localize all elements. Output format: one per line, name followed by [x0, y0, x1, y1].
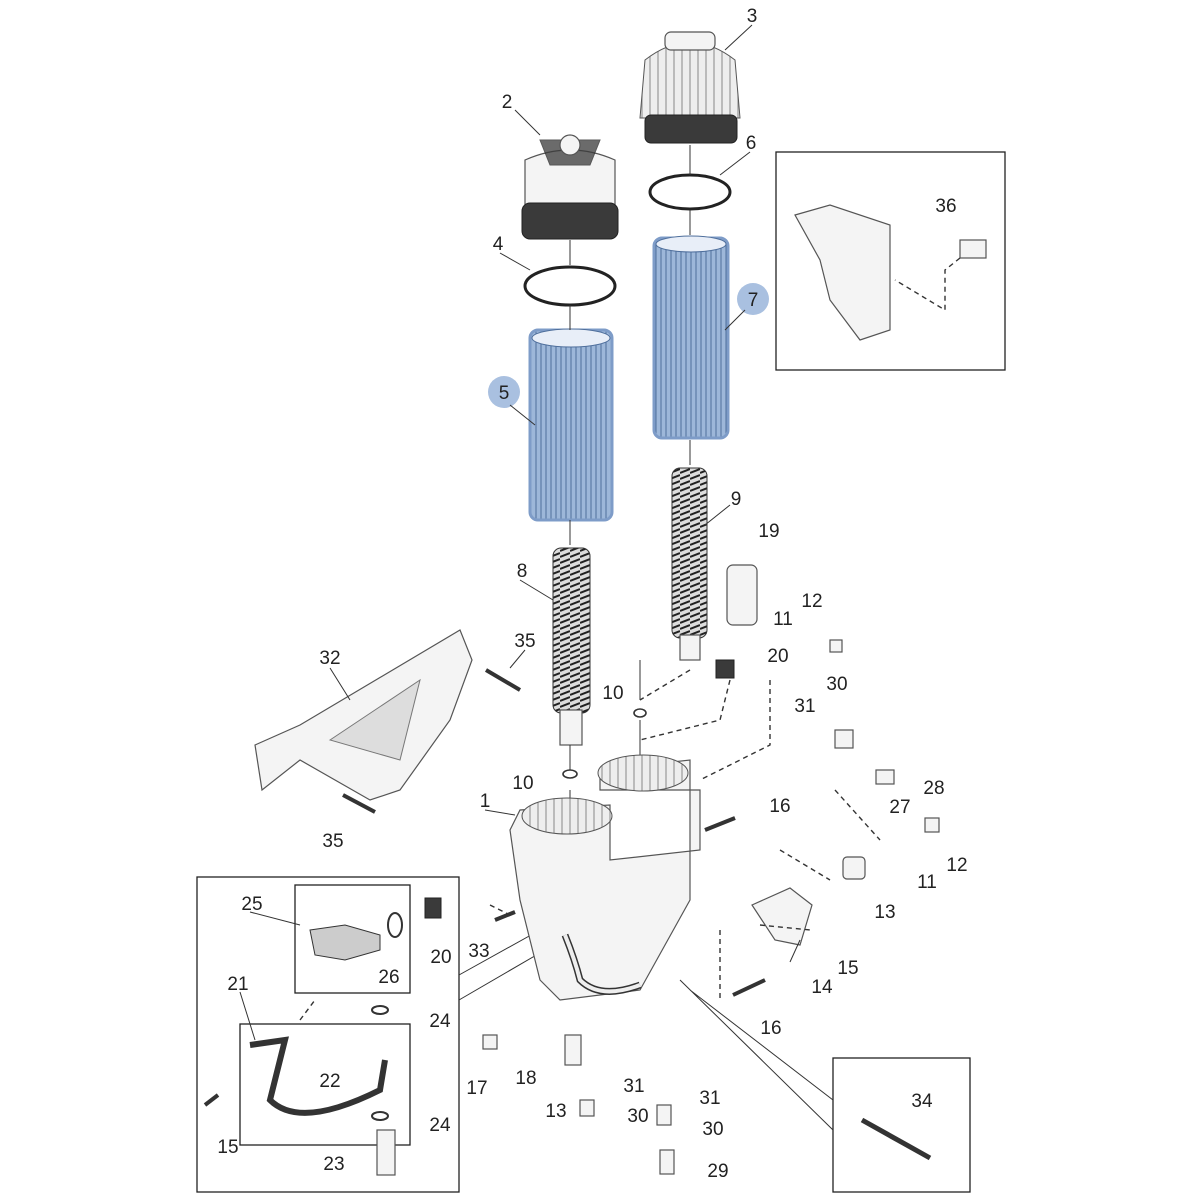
- callout-19[interactable]: 19: [758, 521, 779, 542]
- filter-element-5[interactable]: [528, 328, 614, 522]
- spring-8-tip: [559, 709, 583, 746]
- callout-2[interactable]: 2: [502, 92, 513, 113]
- spring-9: [671, 467, 708, 639]
- inset-box-34: [832, 1057, 971, 1193]
- callout-34[interactable]: 34: [911, 1091, 933, 1112]
- callout-10[interactable]: 10: [602, 683, 623, 704]
- callout-highlight-5: [488, 376, 520, 408]
- callout-14[interactable]: 14: [811, 977, 833, 998]
- o-ring-6: [648, 173, 732, 211]
- callout-4[interactable]: 4: [493, 234, 504, 255]
- callout-17[interactable]: 17: [466, 1078, 487, 1099]
- callout-16b[interactable]: 16: [760, 1018, 781, 1039]
- sensor-36: [959, 239, 987, 259]
- callout-22[interactable]: 22: [319, 1071, 340, 1092]
- callout-30b[interactable]: 30: [627, 1106, 648, 1127]
- filter-cap-2: [521, 134, 619, 240]
- callout-35[interactable]: 35: [514, 631, 535, 652]
- callout-11[interactable]: 11: [773, 609, 793, 630]
- callout-24b[interactable]: 24: [429, 1115, 451, 1136]
- callout-31[interactable]: 31: [794, 696, 815, 717]
- callout-32[interactable]: 32: [319, 648, 340, 669]
- inset-box-25: [294, 884, 411, 994]
- callout-1[interactable]: 1: [480, 791, 491, 812]
- filter-cap-3: [639, 31, 741, 144]
- callout-36[interactable]: 36: [935, 196, 956, 217]
- callout-6[interactable]: 6: [746, 133, 757, 154]
- callout-8[interactable]: 8: [517, 561, 528, 582]
- inset-box-36: [775, 151, 1006, 371]
- callout-25[interactable]: 25: [241, 894, 262, 915]
- callout-16[interactable]: 16: [769, 796, 790, 817]
- callout-20b[interactable]: 20: [430, 947, 451, 968]
- callout-30c[interactable]: 30: [702, 1119, 723, 1140]
- filter-housing-1: [509, 754, 701, 1001]
- cover-14: [751, 887, 813, 946]
- callout-21[interactable]: 21: [227, 974, 248, 995]
- callout-27[interactable]: 27: [889, 797, 910, 818]
- small-parts: [203, 564, 940, 1176]
- callout-12b[interactable]: 12: [946, 855, 967, 876]
- o-ring-4: [523, 265, 617, 307]
- callout-15b[interactable]: 15: [217, 1137, 238, 1158]
- callout-35b[interactable]: 35: [322, 831, 343, 852]
- callout-13b[interactable]: 13: [545, 1101, 566, 1122]
- inset-box-21: [239, 1023, 411, 1146]
- callout-28[interactable]: 28: [923, 778, 944, 799]
- callout-highlight-7: [737, 283, 769, 315]
- callout-33[interactable]: 33: [468, 941, 489, 962]
- callout-11b[interactable]: 11: [917, 872, 937, 893]
- housing-detail-36: [794, 204, 891, 341]
- callout-5[interactable]: 5: [499, 383, 510, 404]
- callout-10b[interactable]: 10: [512, 773, 533, 794]
- filter-element-7[interactable]: [652, 235, 730, 440]
- callout-labels: 3 2 6 36 4 7 5 9 19 8 12 11 35 32 20 30 …: [217, 6, 967, 1182]
- spring-8: [552, 547, 591, 714]
- callout-31c[interactable]: 31: [699, 1088, 720, 1109]
- callout-24[interactable]: 24: [429, 1011, 451, 1032]
- callout-23[interactable]: 23: [323, 1154, 344, 1175]
- callout-20[interactable]: 20: [767, 646, 788, 667]
- callout-7[interactable]: 7: [748, 290, 759, 311]
- callout-18[interactable]: 18: [515, 1068, 536, 1089]
- callout-31b[interactable]: 31: [623, 1076, 644, 1097]
- spring-9-tip: [679, 634, 701, 661]
- callout-12[interactable]: 12: [801, 591, 822, 612]
- callout-15[interactable]: 15: [837, 958, 858, 979]
- callout-13[interactable]: 13: [874, 902, 895, 923]
- bracket-32: [254, 629, 473, 801]
- inset-box-oil-cooler-pipe: [196, 876, 460, 1193]
- callout-30[interactable]: 30: [826, 674, 847, 695]
- callout-3[interactable]: 3: [747, 6, 758, 27]
- callout-26[interactable]: 26: [378, 967, 399, 988]
- callout-9[interactable]: 9: [731, 489, 742, 510]
- callout-29[interactable]: 29: [707, 1161, 728, 1182]
